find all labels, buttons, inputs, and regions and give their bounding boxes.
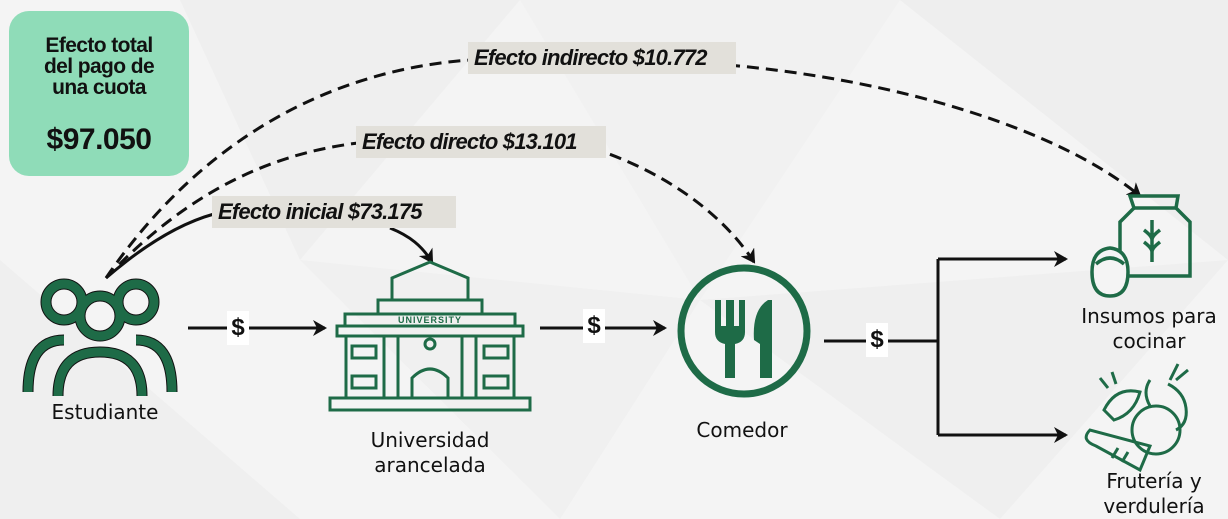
direct-effect-curve bbox=[104, 141, 359, 280]
money-symbol-dining-suppliers: $ bbox=[866, 323, 888, 357]
total-effect-value: $97.050 bbox=[46, 123, 152, 156]
initial-effect-curve bbox=[105, 212, 215, 280]
dining-label: Comedor bbox=[696, 418, 788, 442]
university-label: Universidad arancelada bbox=[370, 428, 490, 477]
university-sign-text: UNIVERSITY bbox=[398, 315, 462, 325]
flour-sack-icon bbox=[1090, 194, 1192, 298]
vegetables-icon bbox=[1084, 363, 1189, 473]
indirect-effect-curve bbox=[104, 58, 471, 279]
supplies-label: Insumos para cocinar bbox=[1081, 304, 1217, 353]
group-of-people-icon bbox=[22, 278, 178, 397]
money-symbol-student-university: $ bbox=[227, 311, 249, 345]
money-symbol-university-dining: $ bbox=[583, 309, 605, 343]
direct-effect-label: Efecto directo $13.101 bbox=[356, 126, 606, 158]
university-building-icon: UNIVERSITY bbox=[328, 260, 532, 412]
indirect-effect-label: Efecto indirecto $10.772 bbox=[468, 42, 736, 74]
initial-effect-label: Efecto inicial $73.175 bbox=[212, 196, 456, 228]
total-effect-title: Efecto total del pago de una cuota bbox=[43, 34, 155, 99]
greengrocer-label: Frutería y verdulería bbox=[1103, 469, 1205, 518]
total-effect-card: Efecto total del pago de una cuota $97.0… bbox=[9, 11, 189, 176]
indirect-effect-curve-right bbox=[727, 63, 1142, 198]
initial-effect-curve-right bbox=[389, 226, 434, 264]
direct-effect-curve-right bbox=[591, 146, 756, 264]
student-label: Estudiante bbox=[51, 400, 159, 424]
fork-knife-icon bbox=[677, 264, 811, 398]
